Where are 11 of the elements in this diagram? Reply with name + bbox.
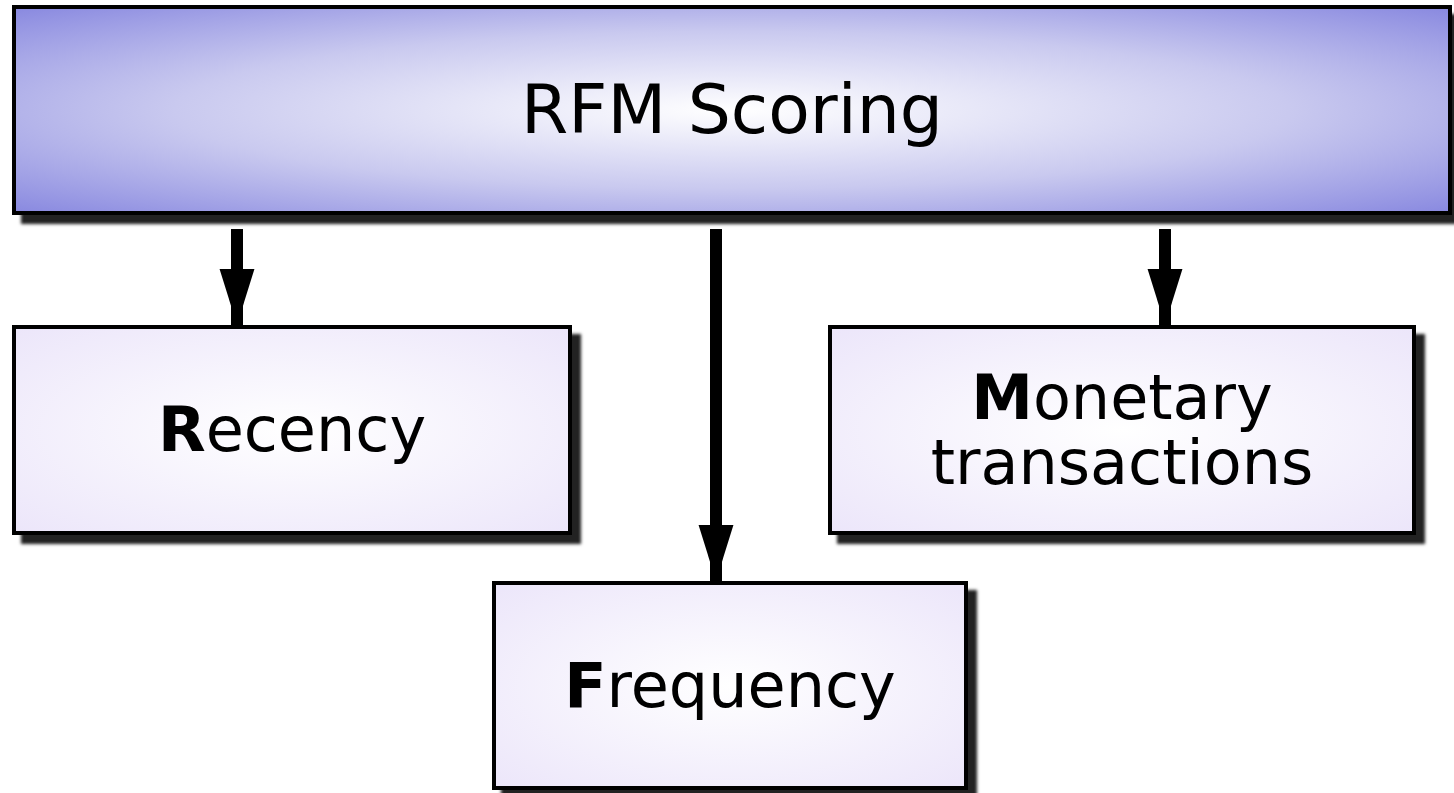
title-box	[12, 5, 1452, 215]
box-label: Recency	[157, 397, 427, 463]
arrow	[1147, 229, 1183, 325]
arrow	[698, 229, 734, 581]
category-box	[492, 581, 968, 790]
category-box	[12, 325, 572, 535]
arrow	[219, 229, 255, 325]
box-label: Monetary transactions	[929, 364, 1315, 496]
box-label: Frequency	[564, 652, 896, 719]
category-box	[828, 325, 1416, 535]
box-label: RFM Scoring	[521, 74, 943, 146]
